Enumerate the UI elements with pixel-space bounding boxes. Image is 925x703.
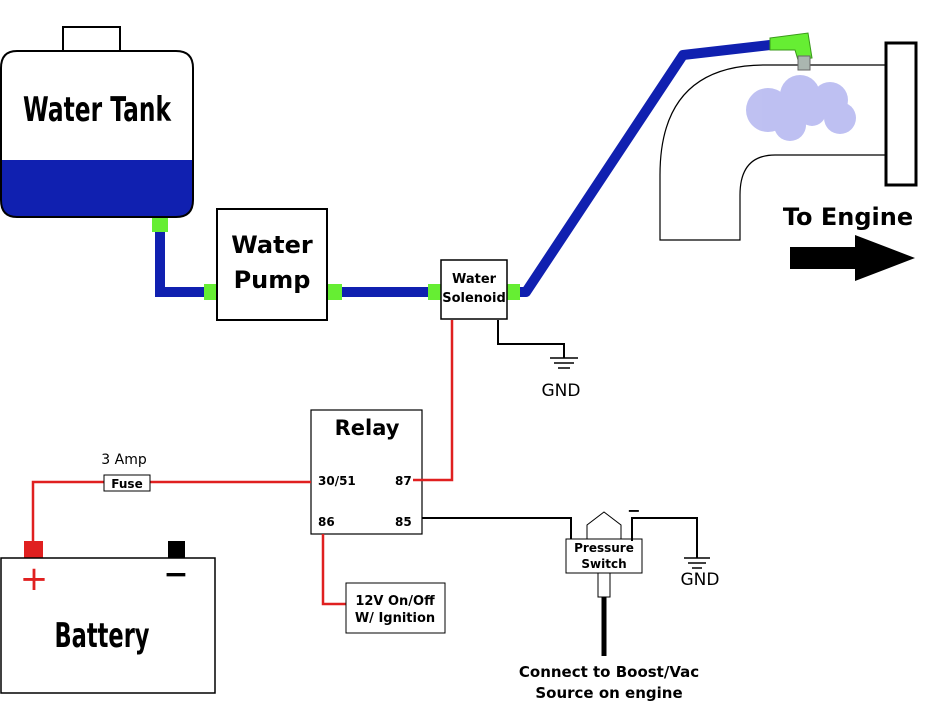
fuse-rating: 3 Amp: [101, 452, 147, 468]
solenoid-outlet-fitting: [506, 284, 520, 300]
switch-ground-wire: [631, 517, 698, 558]
solenoid-box: [440, 259, 508, 320]
battery-positive-terminal: [24, 541, 43, 558]
water-mist: [746, 75, 856, 141]
switch-label-line1: Pressure: [574, 541, 634, 555]
tank-label: Water Tank: [23, 90, 172, 130]
tank-body: [0, 50, 194, 218]
solenoid-label-line1: Water: [452, 272, 497, 287]
ignition-label-line2: W/ Ignition: [355, 611, 435, 626]
battery: + − Battery: [0, 541, 216, 694]
pump-label-line1: Water: [231, 231, 313, 259]
fuse-box: [103, 474, 151, 492]
relay-pin-86: 86: [318, 515, 335, 529]
relay-box: [310, 409, 423, 535]
engine-intake: [659, 32, 918, 241]
switch-label-line2: Switch: [581, 557, 626, 571]
switch-minus-sign: −: [627, 501, 640, 520]
battery-body: [0, 557, 216, 694]
switch-ground: GND: [631, 517, 720, 590]
water-tank: Water Tank: [0, 26, 194, 218]
fuse: 3 Amp Fuse: [101, 452, 151, 492]
tank-to-pump-hose: [155, 215, 212, 297]
switch-port: [597, 572, 611, 598]
battery-minus-sign: −: [163, 557, 188, 592]
ignition-label-line1: 12V On/Off: [355, 594, 435, 609]
relay87-to-solenoid-wire: [413, 320, 454, 482]
battery-to-fuse-wire: [31, 480, 104, 541]
switch-contact: [586, 511, 622, 542]
pressure-switch: Pressure Switch −: [565, 501, 643, 656]
pump-inlet-fitting: [204, 284, 218, 300]
pump-label-line2: Pump: [234, 266, 311, 294]
gnd-label-solenoid: GND: [542, 381, 581, 401]
battery-negative-terminal: [168, 541, 185, 558]
solenoid-label-line2: Solenoid: [442, 291, 506, 306]
water-lines: [155, 40, 771, 297]
pump-box: [216, 208, 328, 321]
to-engine-indicator: To Engine: [783, 203, 915, 281]
ignition-box: [345, 582, 446, 634]
pump-outlet-fitting: [328, 284, 342, 300]
battery-plus-sign: +: [20, 559, 49, 599]
ignition-source: 12V On/Off W/ Ignition: [345, 582, 446, 634]
intake-pipe: [659, 64, 886, 241]
hose-fittings: [152, 214, 520, 300]
to-engine-label: To Engine: [783, 203, 913, 231]
relay-title: Relay: [335, 416, 400, 440]
relay-pin-87: 87: [395, 474, 412, 488]
power-wires: [31, 320, 454, 606]
tank-fitting: [152, 214, 168, 232]
relay86-to-ignition-wire: [321, 534, 347, 606]
gnd-label-switch: GND: [681, 570, 720, 590]
solenoid-inlet-fitting: [428, 284, 442, 300]
tank-cap: [62, 26, 121, 52]
fuse-label: Fuse: [111, 477, 142, 491]
boost-note-line1: Connect to Boost/Vac: [519, 663, 699, 681]
tank-water-fill: [1, 160, 193, 217]
intake-flange: [884, 41, 918, 187]
water-solenoid: Water Solenoid: [440, 259, 508, 320]
to-engine-arrow: [790, 235, 915, 281]
solenoid-ground-wire: [497, 320, 565, 358]
battery-label: Battery: [55, 616, 150, 656]
solenoid-to-nozzle-hose: [515, 40, 771, 297]
relay-pin-3051: 30/51: [318, 474, 356, 488]
boost-note-line2: Source on engine: [535, 684, 682, 702]
nozzle-tip: [797, 55, 811, 71]
solenoid-ground: GND: [497, 320, 581, 401]
relay-pin-85: 85: [395, 515, 412, 529]
boost-source-note: Connect to Boost/Vac Source on engine: [519, 663, 699, 702]
relay: Relay 30/51 87 86 85: [310, 409, 423, 535]
relay85-to-switch-wire: [422, 517, 572, 540]
water-pump: Water Pump: [216, 208, 328, 321]
